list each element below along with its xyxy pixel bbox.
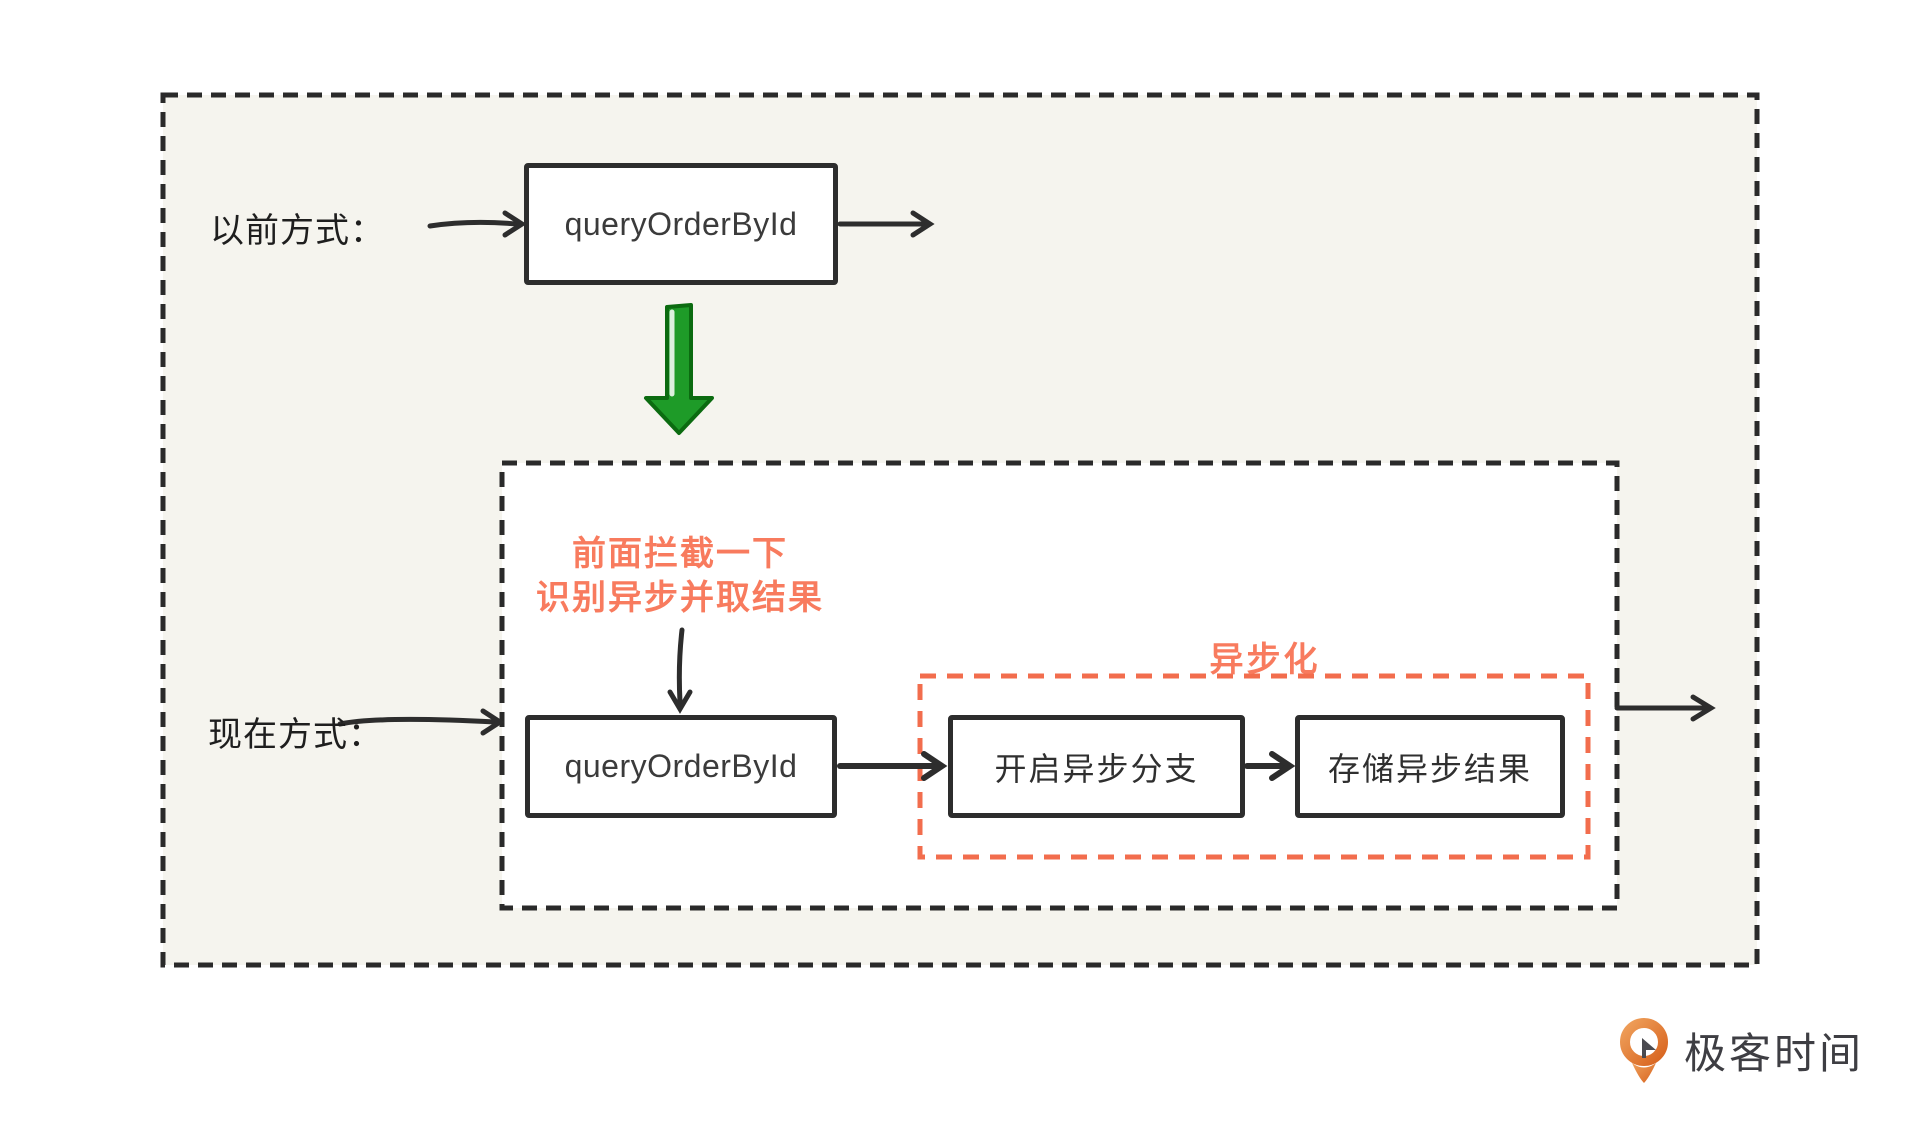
brand-logo-spacer [1618, 1012, 1670, 1088]
intercept-note-line1: 前面拦截一下 [572, 535, 788, 573]
query-order-box-now-label: queryOrderById [564, 748, 798, 784]
now-flow-label: 现在方式： [208, 716, 383, 754]
arrow-now-to-branch [837, 751, 948, 781]
brand-footer: 极客时间 [1618, 1012, 1864, 1088]
geektime-logo-icon [1620, 1018, 1668, 1083]
open-async-branch-label: 开启异步分支 [994, 750, 1199, 787]
arrow-out-of-inner-container [1614, 694, 1716, 722]
query-order-box-before: queryOrderById [524, 163, 838, 285]
open-async-branch-box: 开启异步分支 [948, 715, 1245, 818]
arrow-note-to-now-box [667, 627, 693, 714]
arrow-into-inner-container [337, 708, 505, 736]
query-order-box-before-label: queryOrderById [564, 205, 798, 242]
inner-dashed-container [499, 460, 1620, 911]
green-down-arrow-icon [644, 303, 714, 435]
store-async-result-box: 存储异步结果 [1295, 715, 1565, 818]
arrow-out-of-before-box [837, 210, 935, 238]
before-flow-label: 以前方式： [210, 212, 385, 250]
arrow-branch-to-store [1244, 751, 1296, 781]
arrow-into-before-box [427, 210, 527, 238]
brand-name: 极客时间 [1684, 1029, 1865, 1077]
query-order-box-now: queryOrderById [525, 715, 837, 818]
store-async-result-label: 存储异步结果 [1327, 750, 1532, 787]
async-group-label: 异步化 [1209, 641, 1321, 679]
intercept-note-line2: 识别异步并取结果 [536, 579, 824, 617]
intercept-note: 前面拦截一下 识别异步并取结果 [470, 532, 890, 620]
